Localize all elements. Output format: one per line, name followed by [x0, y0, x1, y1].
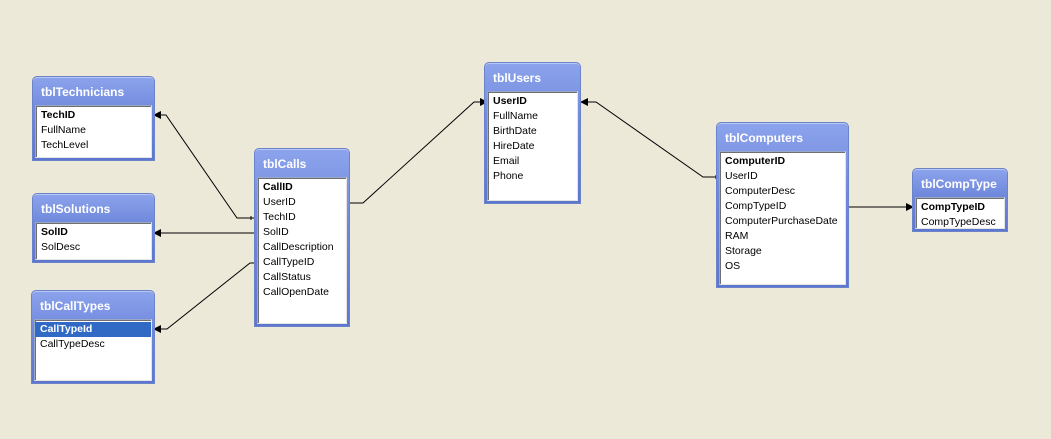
field-callstatus[interactable]: CallStatus [263, 271, 311, 283]
field-computerdesc[interactable]: ComputerDesc [725, 185, 796, 197]
field-storage[interactable]: Storage [725, 245, 762, 257]
field-calltypeid[interactable]: CallTypeId [35, 322, 151, 337]
field-userid[interactable]: UserID [725, 170, 758, 182]
relationship-computers-userid[interactable] [580, 98, 720, 178]
field-fullname[interactable]: FullName [41, 124, 86, 136]
field-phone[interactable]: Phone [493, 170, 524, 182]
field-birthdate[interactable]: BirthDate [493, 125, 537, 137]
table-title[interactable]: tblCalls [263, 157, 307, 171]
relationship-calltypeid[interactable] [153, 262, 256, 333]
relationship-techid[interactable] [153, 111, 256, 219]
field-comptypedesc[interactable]: CompTypeDesc [921, 216, 996, 228]
table-title[interactable]: tblTechnicians [41, 85, 125, 99]
field-fullname[interactable]: FullName [493, 110, 538, 122]
field-techid[interactable]: TechID [263, 211, 296, 223]
field-list[interactable]: CompTypeID CompTypeDesc [915, 197, 1005, 229]
field-calldescription[interactable]: CallDescription [263, 241, 334, 253]
field-solid[interactable]: SolID [263, 226, 289, 238]
field-solid[interactable]: SolID [41, 226, 68, 238]
table-computers[interactable]: tblComputers ComputerID UserID ComputerDes… [716, 122, 849, 288]
field-callopendate[interactable]: CallOpenDate [263, 286, 329, 298]
field-comptypeid[interactable]: CompTypeID [725, 200, 787, 212]
field-userid[interactable]: UserID [493, 95, 527, 107]
table-title[interactable]: tblUsers [493, 71, 542, 85]
field-techid[interactable]: TechID [41, 109, 76, 121]
table-title[interactable]: tblComputers [725, 131, 803, 145]
field-callid[interactable]: CallID [263, 181, 293, 193]
table-title[interactable]: tblCompType [921, 177, 997, 191]
field-calltypedesc[interactable]: CallTypeDesc [40, 338, 105, 350]
field-os[interactable]: OS [725, 260, 741, 272]
table-solutions[interactable]: tblSolutions SolID SolDesc [32, 193, 155, 263]
field-userid[interactable]: UserID [263, 196, 296, 208]
table-calls[interactable]: tblCalls CallID UserID TechID SolID CallDesc… [254, 148, 350, 327]
field-computerid[interactable]: ComputerID [725, 155, 786, 167]
relationship-calls-userid[interactable] [347, 98, 488, 204]
field-techlevel[interactable]: TechLevel [41, 139, 89, 151]
field-list[interactable]: SolID SolDesc [35, 222, 152, 260]
field-email[interactable]: Email [493, 155, 520, 167]
field-hiredate[interactable]: HireDate [493, 140, 535, 152]
table-title[interactable]: tblCallTypes [40, 299, 111, 313]
table-comptype[interactable]: tblCompType CompTypeID CompTypeDesc [912, 168, 1008, 232]
field-ram[interactable]: RAM [725, 230, 749, 242]
table-title[interactable]: tblSolutions [41, 202, 111, 216]
field-computerpurchasedate[interactable]: ComputerPurchaseDate [725, 215, 838, 227]
field-comptypeid[interactable]: CompTypeID [921, 201, 985, 213]
field-calltypeid[interactable]: CallTypeID [263, 256, 315, 268]
field-soldesc[interactable]: SolDesc [41, 241, 81, 253]
